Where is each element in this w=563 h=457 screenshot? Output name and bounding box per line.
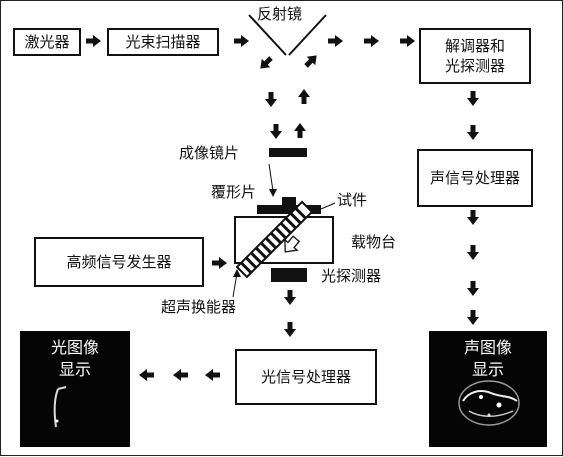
arrow-mirror-to-demod-1 [328,35,343,47]
arrow-mirror-to-demod-2 [364,35,379,47]
demodulator-box: 解调器和 光探测器 [419,28,531,84]
stage-outline [234,216,334,264]
arrow-acoustic-down-2 [467,245,479,260]
transducer-strip [235,200,314,279]
arrow-rf-to-transducer [212,257,227,269]
arrow-mirror-down [256,56,273,73]
arrow-up-1 [298,89,310,104]
arrow-up-to-mirror [304,51,321,68]
arrow-up-2 [294,123,306,138]
arrow-to-optical-image-1 [205,369,220,381]
arrow-laser-to-scanner [86,35,101,47]
beam-scanner-box: 光束扫描器 [107,28,219,56]
acoustic-image-caption: 声图像 显示 [463,338,512,379]
demodulator-label: 解调器和 光探测器 [444,37,505,75]
acoustic-image-panel: 声图像 显示 [429,331,547,447]
optical-image-content [53,386,67,428]
imaging-lens-label: 成像镜片 [179,144,240,162]
arrow-scanner-to-mirror [234,35,249,47]
specimen-label: 试件 [337,191,368,209]
arrow-mirror-to-demod-3 [400,35,415,47]
arrow-to-optical-image-3 [139,369,154,381]
arrow-to-optical-image-2 [173,369,188,381]
mirror-label: 反射镜 [257,5,303,23]
laser-label: 激光器 [24,33,70,51]
mirror-line-left [248,14,287,56]
optical-image-panel: 光图像 显示 [20,331,130,447]
transducer-label: 超声换能器 [161,298,237,316]
acoustic-processor-label: 声信号处理器 [429,169,520,187]
beam-scanner-label: 光束扫描器 [125,33,201,51]
rf-generator-label: 高频信号发生器 [66,253,172,271]
arrow-down-2 [270,124,282,139]
optical-processor-box: 光信号处理器 [235,349,377,405]
photodetector-label: 光探测器 [321,267,382,285]
mirror-line-right [288,14,327,56]
arrow-acoustic-down-1 [467,210,479,225]
photodetector-bar [271,268,307,282]
arrow-down-1 [265,92,277,107]
arrow-demod-to-acoustic [467,125,479,140]
acoustic-image-content [458,380,520,426]
optical-image-caption: 光图像 显示 [50,338,99,379]
rf-generator-box: 高频信号发生器 [34,237,204,287]
cover-slip-label: 覆形片 [211,183,257,201]
wave-arrow [284,235,301,253]
arrow-pd-down-1 [284,290,296,305]
arrow-to-acoustic-image [467,310,479,325]
arrow-demod-down [467,91,479,106]
cover-slip-tip [282,197,296,205]
laser-box: 激光器 [13,28,81,56]
arrow-acoustic-down-3 [467,281,479,296]
cover-slip-bar [257,205,321,214]
arrow-pd-down-2 [284,322,296,337]
acoustic-processor-box: 声信号处理器 [417,149,533,207]
stage-label: 载物台 [351,233,397,251]
imaging-lens-bar [269,148,307,157]
optical-processor-label: 光信号处理器 [260,368,351,386]
